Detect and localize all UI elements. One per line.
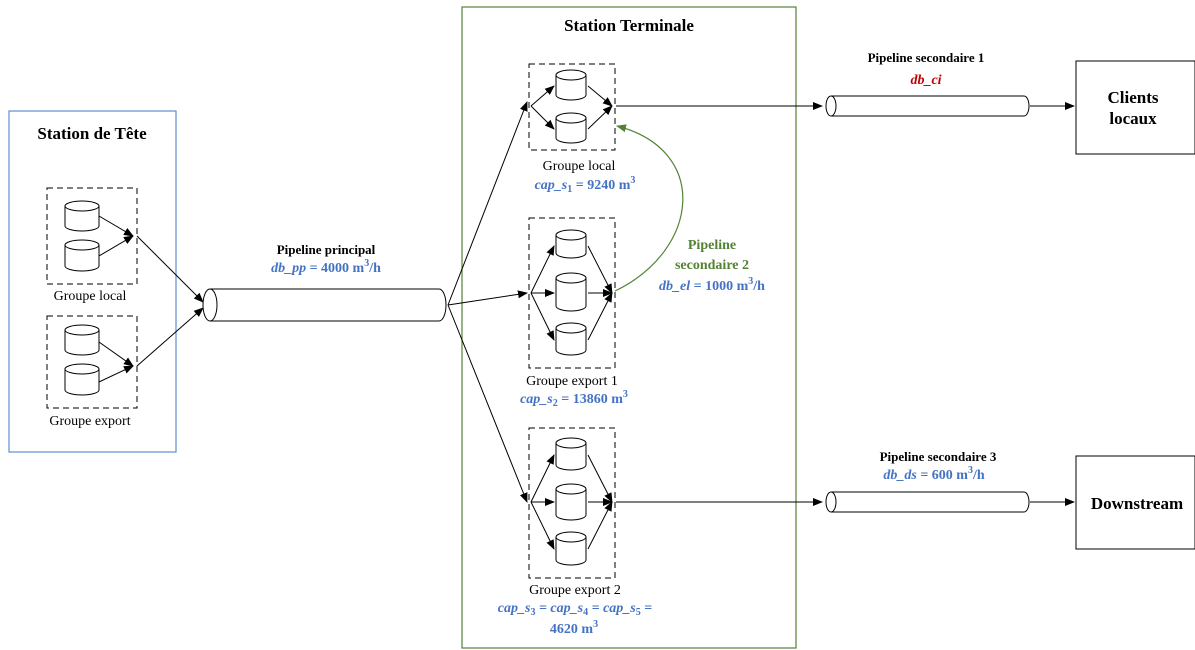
head-station-title: Station de Tête <box>37 124 147 143</box>
flow-arrow <box>98 235 134 257</box>
tank <box>64 239 100 272</box>
terminal-group-export1-box <box>528 217 616 369</box>
tank <box>555 322 587 356</box>
flow-arrow <box>587 85 613 107</box>
tank <box>64 200 100 232</box>
capacity-s345-line1: cap_s3 = cap_s4 = cap_s5 = <box>498 601 652 618</box>
flow-arrow <box>587 105 613 130</box>
downstream-box <box>1075 455 1195 550</box>
secondary-pipeline-3-label: Pipeline secondaire 3 <box>880 449 997 464</box>
secondary-pipeline-1 <box>825 95 1030 117</box>
terminal-group-local-box <box>528 63 616 151</box>
main-pipeline-label: Pipeline principal <box>277 242 376 257</box>
terminal-group-export2-box <box>528 427 616 579</box>
flow-arrow <box>587 454 613 503</box>
flow-arrow <box>587 292 613 341</box>
secondary-pipeline-3-flow: db_ds = 600 m3/h <box>883 465 984 483</box>
flow-arrow <box>98 341 134 367</box>
tank <box>555 229 587 259</box>
terminal-group-local-label: Groupe local <box>543 159 616 174</box>
flow-arrow <box>530 245 555 294</box>
secondary-pipeline-1-label: Pipeline secondaire 1 <box>868 50 985 65</box>
flow-arrow <box>530 85 555 107</box>
capacity-s2: cap_s2 = 13860 m3 <box>520 389 628 409</box>
main-pipeline-flow: db_pp = 4000 m3/h <box>271 258 381 276</box>
secondary-pipeline-2-label1: Pipeline <box>688 238 736 253</box>
head-group-local-label: Groupe local <box>54 289 127 304</box>
secondary-pipeline-2-curve <box>614 124 684 292</box>
tank <box>555 272 587 312</box>
flow-arrow <box>447 290 528 306</box>
tank <box>64 363 100 396</box>
flow-arrow <box>530 292 555 341</box>
clients-locaux-box <box>1075 60 1195 155</box>
terminal-group-export1-label: Groupe export 1 <box>526 374 618 389</box>
tank <box>555 69 587 101</box>
tank <box>64 324 100 356</box>
secondary-pipeline-1-flow: db_ci <box>910 73 941 88</box>
head-station-box <box>8 110 177 453</box>
flow-arrow <box>136 307 204 367</box>
flow-arrow <box>98 365 134 383</box>
flow-arrow <box>447 304 528 503</box>
capacity-s345-line2: 4620 m3 <box>550 619 598 637</box>
flow-arrow <box>587 245 613 294</box>
flow-arrow <box>136 235 204 303</box>
tank <box>555 437 587 471</box>
flow-arrow <box>98 215 134 237</box>
secondary-pipeline-2-label2: secondaire 2 <box>675 258 749 273</box>
head-group-local-box <box>46 187 138 285</box>
capacity-s1: cap_s1 = 9240 m3 <box>535 175 636 195</box>
tank <box>555 483 587 521</box>
downstream-label: Downstream <box>1091 494 1183 513</box>
main-pipeline <box>202 288 447 322</box>
tank <box>555 112 587 144</box>
flow-arrow <box>530 454 555 503</box>
head-group-export-box <box>46 315 138 409</box>
flow-arrow <box>447 101 528 306</box>
terminal-group-export2-label: Groupe export 2 <box>529 583 621 598</box>
secondary-pipeline-2-flow: db_el = 1000 m3/h <box>659 276 765 294</box>
tank <box>555 531 587 566</box>
clients-locaux-line1: Clients <box>1108 88 1159 107</box>
terminal-station-box <box>461 6 797 649</box>
head-group-export-label: Groupe export <box>49 414 130 429</box>
secondary-pipeline-3 <box>825 491 1030 513</box>
terminal-station-title: Station Terminale <box>564 16 694 35</box>
flow-arrow <box>587 501 613 550</box>
flow-arrow <box>530 105 555 130</box>
flow-arrow <box>530 501 555 550</box>
clients-locaux-line2: locaux <box>1109 109 1157 128</box>
